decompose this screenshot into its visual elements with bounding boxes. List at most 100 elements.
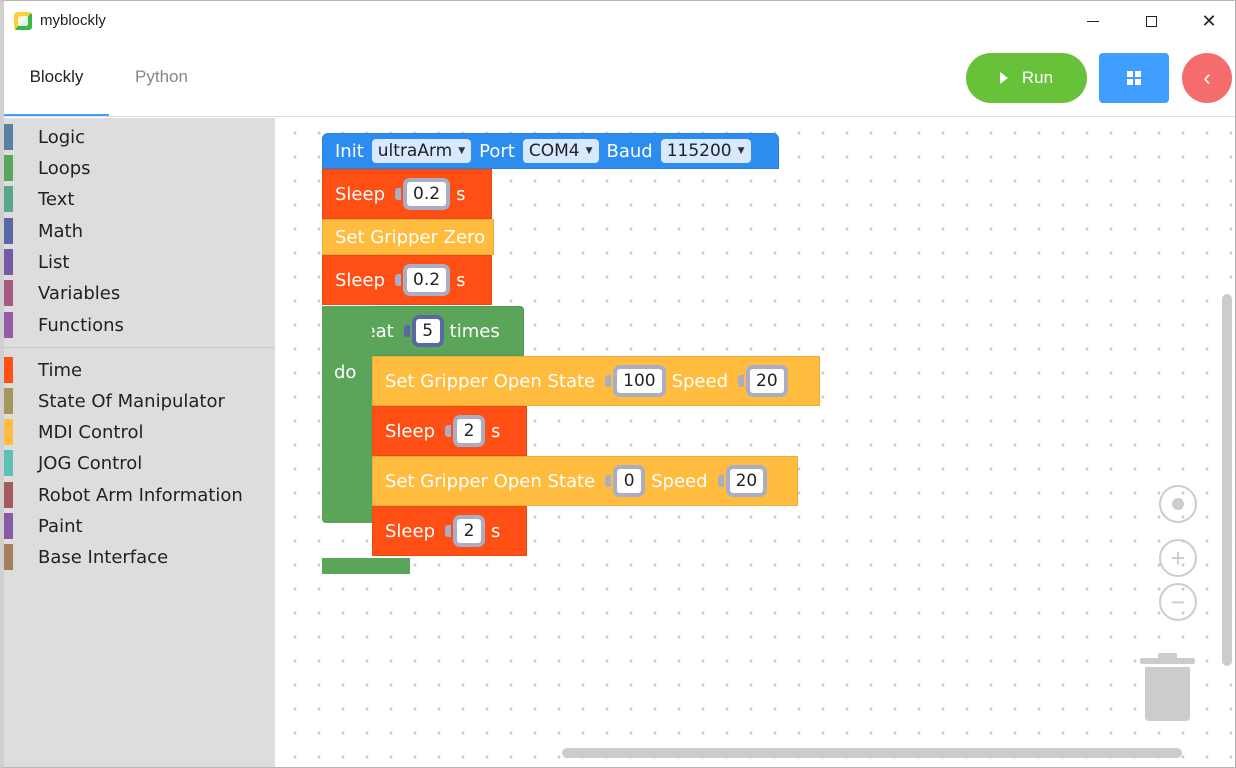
- category-jog-control[interactable]: JOG Control: [4, 450, 275, 476]
- category-variables[interactable]: Variables: [4, 280, 275, 306]
- center-icon: [1159, 485, 1197, 523]
- zoom-in-button[interactable]: +: [1158, 538, 1198, 578]
- app-logo-icon: [14, 12, 32, 30]
- category-label: Time: [38, 359, 83, 381]
- category-label: List: [38, 251, 70, 273]
- category-color-bar: [4, 482, 13, 508]
- chevron-left-icon: ‹: [1203, 65, 1211, 90]
- category-label: Paint: [38, 515, 83, 537]
- sleep-block[interactable]: Sleep 0.2 s: [322, 255, 492, 305]
- category-loops[interactable]: Loops: [4, 155, 275, 181]
- baud-dropdown[interactable]: 115200▼: [660, 139, 751, 163]
- gripper-zero-label: Set Gripper Zero: [335, 226, 486, 248]
- port-dropdown[interactable]: COM4 ▼: [522, 139, 599, 163]
- trash-icon[interactable]: [1140, 653, 1195, 723]
- grid-icon: [1127, 71, 1141, 85]
- category-logic[interactable]: Logic: [4, 124, 275, 150]
- category-mdi-control[interactable]: MDI Control: [4, 419, 275, 445]
- grid-button[interactable]: [1099, 53, 1169, 103]
- close-icon: ✕: [1201, 10, 1217, 31]
- close-button[interactable]: ✕: [1180, 1, 1235, 41]
- sleep-value-input[interactable]: 2: [457, 419, 482, 443]
- set-gripper-open-state-block[interactable]: Set Gripper Open State 100 Speed 20: [372, 356, 820, 406]
- gripper-state-input[interactable]: 100: [617, 369, 662, 393]
- port-value: COM4: [528, 141, 580, 161]
- sleep-value-input[interactable]: 2: [457, 519, 482, 543]
- times-label: times: [449, 320, 500, 342]
- category-label: JOG Control: [38, 452, 143, 474]
- tab-python[interactable]: Python: [135, 67, 188, 86]
- init-label: Init: [335, 140, 364, 162]
- repeat-count-input[interactable]: 5: [415, 319, 440, 343]
- run-button[interactable]: Run: [966, 53, 1087, 103]
- tab-blockly[interactable]: Blockly: [4, 41, 109, 116]
- speed-input[interactable]: 20: [750, 369, 784, 393]
- block-toolbox: Logic Loops Text Math List Variables Fun…: [4, 118, 275, 767]
- input-socket: [605, 475, 612, 487]
- category-time[interactable]: Time: [4, 357, 275, 383]
- category-color-bar: [4, 513, 13, 539]
- set-gripper-open-state-block[interactable]: Set Gripper Open State 0 Speed 20: [372, 456, 798, 506]
- input-socket: [738, 375, 745, 387]
- category-label: Logic: [38, 126, 86, 148]
- maximize-icon: [1145, 15, 1157, 27]
- minimize-button[interactable]: [1064, 1, 1122, 41]
- baud-value: 115200: [666, 141, 732, 161]
- zoom-out-icon: −: [1159, 583, 1197, 621]
- init-block[interactable]: Init ultraArm▼ Port COM4 ▼ Baud 115200▼: [322, 133, 779, 169]
- device-dropdown[interactable]: ultraArm▼: [371, 139, 472, 163]
- input-socket: [395, 274, 402, 286]
- minimize-icon: [1087, 20, 1099, 22]
- sleep-block[interactable]: Sleep 2 s: [372, 506, 527, 556]
- category-label: State Of Manipulator: [38, 390, 225, 412]
- speed-label: Speed: [651, 470, 708, 492]
- category-robot-arm-information[interactable]: Robot Arm Information: [4, 482, 275, 508]
- sleep-block[interactable]: Sleep 2 s: [372, 406, 527, 456]
- set-gripper-zero-block[interactable]: Set Gripper Zero: [322, 219, 494, 255]
- zoom-in-icon: +: [1159, 539, 1197, 577]
- do-label: do: [334, 362, 357, 383]
- category-text[interactable]: Text: [4, 186, 275, 212]
- category-color-bar: [4, 186, 13, 212]
- speed-label: Speed: [671, 370, 729, 392]
- center-workspace-button[interactable]: [1158, 484, 1198, 524]
- category-paint[interactable]: Paint: [4, 513, 275, 539]
- vertical-scrollbar[interactable]: [1222, 294, 1232, 666]
- category-functions[interactable]: Functions: [4, 312, 275, 338]
- sleep-label: Sleep: [335, 269, 386, 291]
- run-label: Run: [1021, 68, 1054, 87]
- category-base-interface[interactable]: Base Interface: [4, 544, 275, 570]
- input-socket: [445, 525, 452, 537]
- category-label: Functions: [38, 314, 124, 336]
- category-color-bar: [4, 450, 13, 476]
- blockly-workspace[interactable]: Init ultraArm▼ Port COM4 ▼ Baud 115200▼ S…: [275, 118, 1235, 767]
- sleep-label: Sleep: [385, 420, 436, 442]
- category-color-bar: [4, 155, 13, 181]
- sleep-block[interactable]: Sleep 0.2 s: [322, 169, 492, 219]
- category-label: Loops: [38, 157, 91, 179]
- horizontal-scrollbar[interactable]: [562, 748, 1182, 758]
- play-icon: [999, 72, 1008, 84]
- category-label: Text: [38, 188, 75, 210]
- port-label: Port: [479, 140, 515, 162]
- category-label: Variables: [38, 282, 121, 304]
- sleep-label: Sleep: [335, 183, 386, 205]
- category-math[interactable]: Math: [4, 218, 275, 244]
- gripper-state-input[interactable]: 0: [617, 469, 642, 493]
- category-color-bar: [4, 218, 13, 244]
- category-state-of-manipulator[interactable]: State Of Manipulator: [4, 388, 275, 414]
- category-list[interactable]: List: [4, 249, 275, 275]
- category-label: Base Interface: [38, 546, 169, 568]
- back-button[interactable]: ‹: [1182, 53, 1232, 103]
- input-socket: [445, 425, 452, 437]
- zoom-out-button[interactable]: −: [1158, 582, 1198, 622]
- sleep-value-input[interactable]: 0.2: [407, 268, 447, 292]
- category-color-bar: [4, 544, 13, 570]
- sleep-value-input[interactable]: 0.2: [407, 182, 447, 206]
- baud-label: Baud: [606, 140, 653, 162]
- maximize-button[interactable]: [1122, 1, 1180, 41]
- speed-input[interactable]: 20: [729, 469, 764, 493]
- input-socket: [717, 475, 724, 487]
- dropdown-arrow-icon: ▼: [585, 146, 593, 156]
